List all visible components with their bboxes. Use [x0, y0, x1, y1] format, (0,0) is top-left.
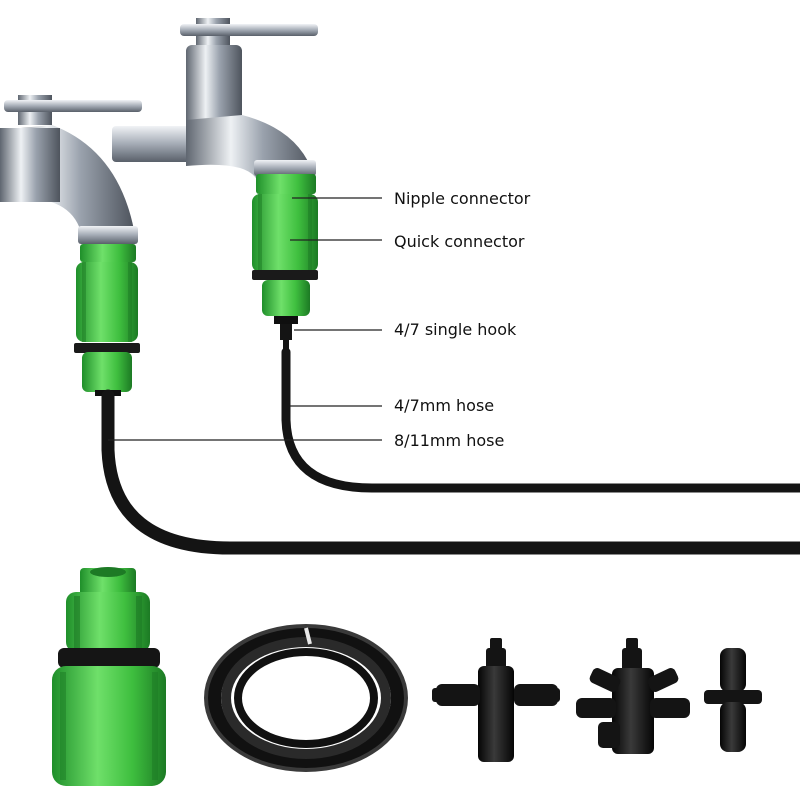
quick-connector-closeup	[52, 567, 166, 786]
straight-connector	[704, 648, 762, 752]
label-quick-connector: Quick connector	[394, 232, 525, 251]
callout-lines	[108, 197, 382, 441]
hose-coil	[204, 624, 408, 772]
hose-4-7mm	[281, 347, 800, 493]
label-hose-4-7mm: 4/7mm hose	[394, 396, 495, 415]
right-faucet	[112, 18, 318, 352]
label-nipple-connector: Nipple connector	[394, 189, 531, 208]
hose-8-11mm	[101, 389, 800, 555]
label-single-hook: 4/7 single hook	[394, 320, 517, 339]
tee-connector	[432, 638, 560, 762]
cross-connector	[576, 638, 690, 754]
left-faucet	[0, 95, 142, 396]
label-hose-8-11mm: 8/11mm hose	[394, 431, 505, 450]
